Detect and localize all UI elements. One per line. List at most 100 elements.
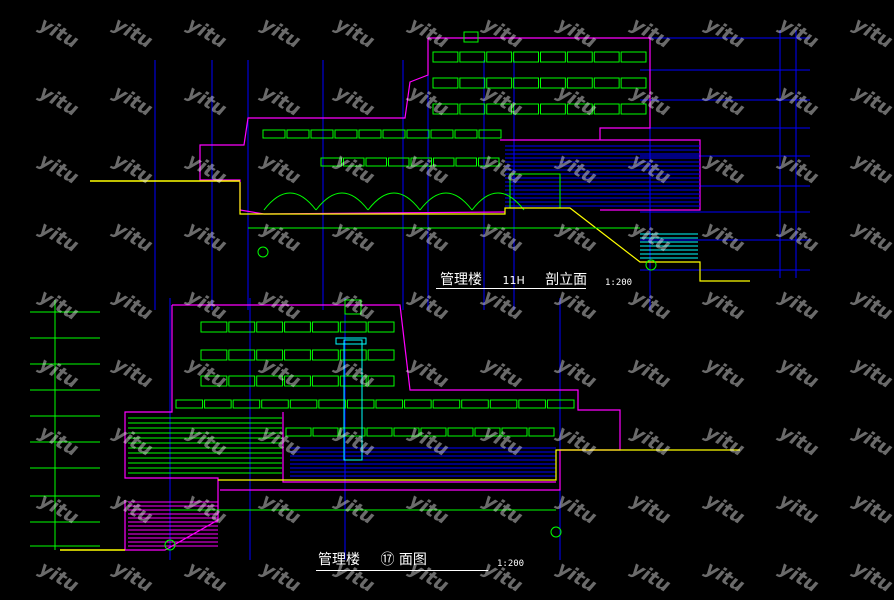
lower-window-row — [366, 427, 393, 437]
upper-window-row — [455, 157, 477, 167]
lower-drawing-title: 管理楼 ⑰ 面图 — [318, 549, 427, 569]
upper-window-row — [540, 103, 566, 115]
lower-window-row — [256, 321, 284, 333]
lower-window-row — [311, 375, 339, 387]
upper-window-row — [478, 157, 500, 167]
lower-title-underline — [316, 570, 488, 571]
upper-window-row — [310, 129, 334, 139]
lower-window-row — [228, 321, 256, 333]
upper-window-row — [459, 51, 486, 63]
lower-window-row — [200, 375, 228, 387]
lower-window-row — [339, 427, 366, 437]
roof-lantern — [463, 31, 479, 43]
lower-podium-outline — [124, 305, 219, 551]
upper-window-row — [478, 129, 502, 139]
upper-window-row — [382, 129, 406, 139]
lower-window-row — [228, 375, 256, 387]
lower-window-row — [474, 427, 501, 437]
axis-bubble — [645, 259, 657, 271]
lower-window-row — [256, 349, 284, 361]
lower-base-outline — [282, 412, 556, 483]
central-column — [343, 339, 363, 461]
upper-podium-outline — [199, 38, 506, 215]
upper-window-row — [320, 157, 342, 167]
upper-window-row — [593, 77, 620, 89]
upper-canopy-outline — [500, 139, 701, 211]
lower-window-row — [228, 349, 256, 361]
lower-window-row — [318, 399, 346, 409]
upper-title-view: 剖立面 — [545, 272, 588, 288]
lower-window-row — [518, 399, 546, 409]
lower-window-row — [261, 399, 289, 409]
lower-window-row — [461, 399, 489, 409]
lower-window-row — [528, 427, 555, 437]
lower-tower-outline — [172, 304, 621, 491]
upper-window-row — [334, 129, 358, 139]
lower-window-row — [489, 399, 518, 409]
lower-window-row — [200, 321, 228, 333]
lower-window-row — [501, 427, 528, 437]
lower-window-row — [420, 427, 447, 437]
lower-window-row — [367, 349, 395, 361]
lower-window-row — [204, 399, 232, 409]
upper-window-row — [432, 77, 459, 89]
upper-window-row — [593, 103, 620, 115]
lower-window-row — [432, 399, 461, 409]
upper-window-row — [486, 51, 513, 63]
lower-window-row — [404, 399, 432, 409]
upper-window-row — [410, 157, 432, 167]
upper-window-row — [430, 129, 454, 139]
axis-bubble — [550, 526, 562, 538]
upper-tower-outline — [428, 37, 651, 140]
upper-drawing-title: 管理楼 11H 剖立面 — [440, 269, 587, 289]
upper-window-row — [459, 77, 486, 89]
lower-window-row — [232, 399, 261, 409]
lower-window-row — [285, 427, 312, 437]
lower-window-row — [339, 375, 367, 387]
lower-window-row — [339, 321, 367, 333]
upper-window-row — [365, 157, 387, 167]
upper-window-row — [620, 103, 647, 115]
upper-window-row — [593, 51, 620, 63]
upper-window-row — [540, 51, 566, 63]
upper-window-row — [620, 77, 647, 89]
upper-slope-line — [239, 182, 750, 282]
lower-window-row — [284, 349, 311, 361]
upper-window-row — [432, 51, 459, 63]
upper-window-row — [358, 129, 382, 139]
upper-window-row — [513, 51, 539, 63]
arched-window — [419, 192, 473, 211]
lower-window-row — [311, 321, 339, 333]
upper-window-row — [459, 103, 486, 115]
lower-window-row — [289, 399, 318, 409]
upper-title-underline — [436, 288, 586, 289]
lower-window-row — [367, 375, 395, 387]
upper-window-row — [620, 51, 647, 63]
upper-window-row — [432, 103, 459, 115]
upper-window-row — [566, 77, 593, 89]
lower-window-row — [200, 349, 228, 361]
arched-window — [263, 192, 317, 211]
upper-window-row — [540, 77, 566, 89]
arched-window — [315, 192, 369, 211]
lower-window-row — [175, 399, 204, 409]
upper-window-row — [388, 157, 410, 167]
lower-window-row — [546, 399, 575, 409]
lower-title-view: 面图 — [398, 552, 427, 568]
lower-window-row — [393, 427, 420, 437]
axis-bubble — [257, 246, 269, 258]
lower-window-row — [447, 427, 474, 437]
upper-window-row — [513, 103, 539, 115]
upper-window-row — [262, 129, 286, 139]
lower-window-row — [256, 375, 284, 387]
lower-title-scale: 1:200 — [497, 559, 525, 569]
lower-title-building: 管理楼 — [318, 552, 360, 568]
upper-title-building: 管理楼 — [440, 272, 482, 288]
upper-window-row — [566, 103, 593, 115]
axis-bubble — [164, 539, 176, 551]
column-capital — [335, 337, 367, 345]
upper-window-row — [566, 51, 593, 63]
lower-window-row — [346, 399, 375, 409]
upper-window-row — [343, 157, 365, 167]
